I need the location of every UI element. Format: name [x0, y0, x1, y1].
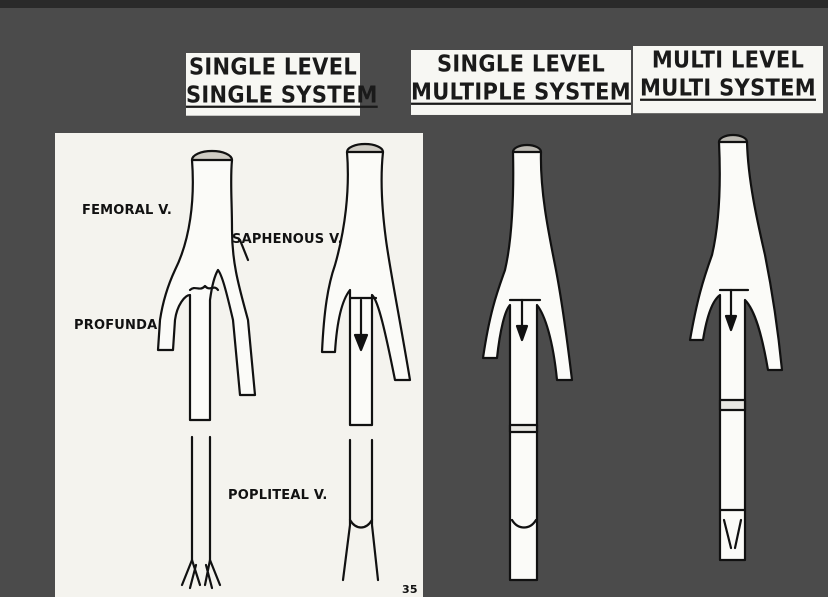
vein-4-body	[690, 142, 782, 560]
vein-drawing-anatomy	[158, 151, 255, 588]
label-saphenous-vein: SAPHENOUS V.	[232, 232, 343, 247]
vein-2-upper	[322, 152, 410, 425]
popliteal-vein-lower	[182, 437, 220, 585]
label-femoral-vein: FEMORAL V.	[82, 203, 172, 218]
label-profunda: PROFUNDA	[74, 318, 157, 333]
vein-3-body	[483, 152, 572, 580]
vein-cutout-multiple-system	[483, 145, 572, 580]
femoral-vein-upper	[158, 160, 255, 420]
vein-cutout-multi-system	[690, 135, 782, 560]
plate-number: 35	[402, 583, 418, 596]
band-4	[720, 400, 745, 410]
vein-drawing-single-system	[322, 144, 410, 580]
popliteal-branches	[190, 560, 212, 588]
label-popliteal-vein: POPLITEAL V.	[228, 488, 328, 503]
valve-2b	[350, 520, 372, 528]
vein-2-lower	[343, 440, 378, 580]
band-3	[510, 425, 537, 432]
